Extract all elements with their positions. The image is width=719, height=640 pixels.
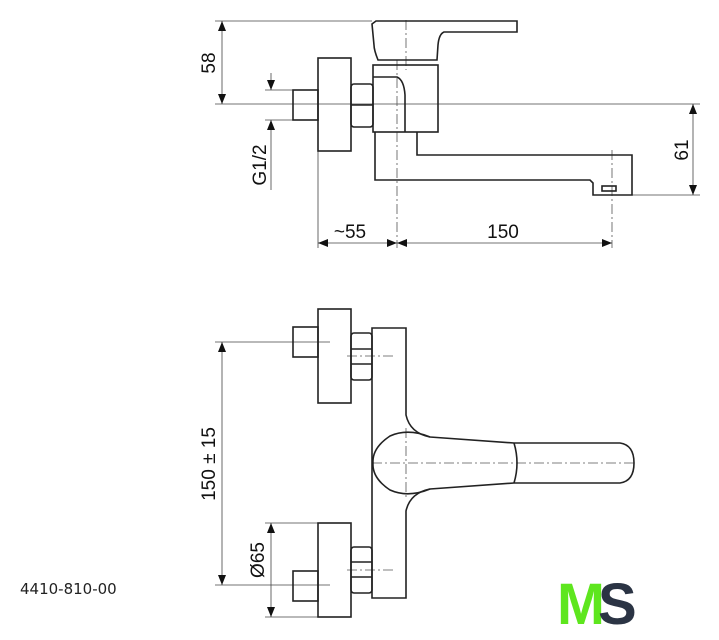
part-number: 4410-810-00: [20, 580, 117, 598]
dim-lever-height: 58: [199, 52, 220, 73]
dim-thread: G1/2: [250, 144, 271, 185]
escutcheon: [317, 57, 352, 152]
dim-spout-reach: 150: [487, 222, 519, 243]
dim-wall-offset: ~55: [334, 222, 366, 243]
ms-logo: M S: [557, 572, 637, 637]
dim-inlet-spacing: 150 ± 15: [199, 427, 220, 501]
svg-text:S: S: [598, 572, 637, 637]
dim-escutcheon-diameter: Ø65: [248, 542, 269, 578]
dim-spout-height: 61: [672, 139, 693, 160]
svg-text:M: M: [557, 572, 605, 637]
top-view: 150 ± 15 Ø65: [199, 308, 636, 618]
side-view: 58 G1/2 ~55 150 61: [199, 20, 700, 248]
